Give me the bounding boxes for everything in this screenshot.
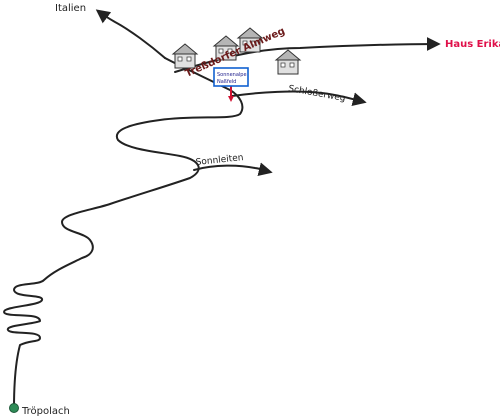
road-sonnleiten	[193, 162, 273, 177]
house-icon	[212, 35, 240, 61]
label-schlosserweg: Schloßerweg	[287, 84, 346, 104]
road-haus-erika	[174, 37, 441, 73]
sign-icon: Sonnenalpe Naßfeld	[213, 67, 249, 102]
start-marker-icon	[9, 403, 19, 413]
road-schlosserweg	[231, 90, 367, 107]
main-road	[3, 57, 244, 409]
label-haus-erika: Haus Erika	[445, 39, 500, 50]
sign-line-1: Sonnenalpe	[217, 72, 247, 78]
road-italien	[95, 9, 166, 59]
label-troepolach: Tröpolach	[21, 406, 70, 417]
label-sonnleiten: Sonnleiten	[195, 153, 244, 168]
house-icon	[274, 49, 302, 75]
sign-line-2: Naßfeld	[217, 79, 236, 85]
label-italien: Italien	[55, 3, 86, 14]
house-icon	[171, 43, 199, 69]
house-icon	[236, 27, 264, 53]
